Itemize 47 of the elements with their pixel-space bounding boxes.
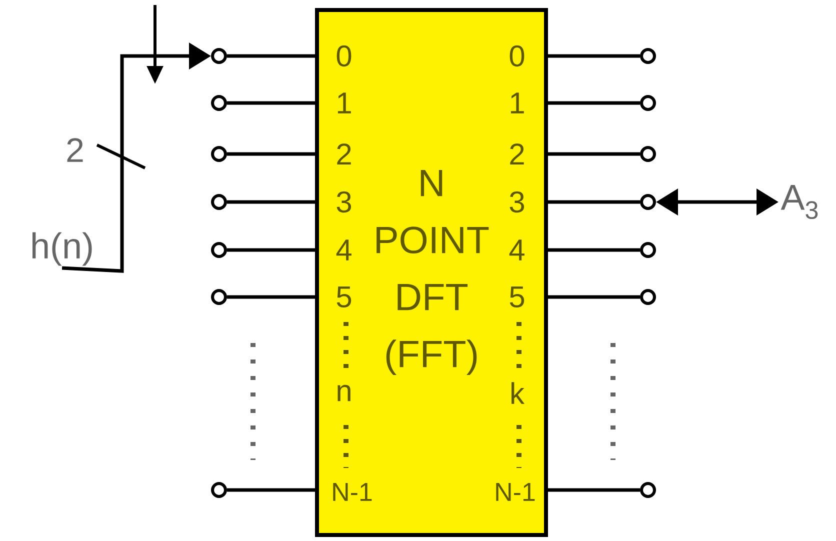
terminal-circle: [640, 482, 656, 498]
terminal-circle: [211, 482, 227, 498]
output-line: [548, 152, 640, 156]
pin-number: 3: [510, 191, 524, 213]
terminal-circle: [640, 194, 656, 210]
pin-number: N-1: [333, 483, 372, 501]
output-line: [548, 200, 640, 204]
terminal-circle: [211, 289, 227, 305]
output-line: [548, 101, 640, 105]
input-line: [227, 54, 315, 58]
terminal-circle: [640, 289, 656, 305]
terminal-circle: [640, 48, 656, 64]
pin-number: 5: [510, 286, 524, 308]
terminal-circle: [211, 242, 227, 258]
terminal-circle: [211, 194, 227, 210]
pin-number: k: [512, 382, 525, 404]
pin-number: 1: [338, 92, 351, 114]
output-label: A$_{3}$: [780, 184, 818, 220]
terminal-circle: [640, 146, 656, 162]
pin-number: 2: [510, 144, 524, 164]
output-line: [548, 54, 640, 58]
edge-label: 2: [64, 137, 86, 163]
input-line: [227, 248, 315, 252]
input-line: [227, 295, 315, 299]
pin-number: 0: [336, 45, 352, 67]
output-line: [548, 295, 640, 299]
terminal-circle: [211, 48, 227, 64]
output-line: [548, 248, 640, 252]
input-line: [227, 152, 315, 156]
terminal-circle: [211, 95, 227, 111]
signal-label: h(n): [32, 232, 92, 266]
terminal-circle: [211, 146, 227, 162]
pin-number: N-1: [496, 483, 535, 501]
input-line: [227, 200, 315, 204]
terminal-circle: [640, 242, 656, 258]
input-line: [227, 488, 315, 492]
terminal-circle: [640, 95, 656, 111]
pin-number: 3: [336, 191, 352, 213]
input-line: [227, 101, 315, 105]
pin-number: 1: [510, 92, 524, 114]
pin-number: 0: [510, 45, 524, 67]
pin-number: n: [338, 384, 350, 402]
output-line: [548, 488, 640, 492]
pin-number: 2: [337, 144, 351, 164]
pin-number: 5: [336, 286, 352, 308]
pin-number: 4: [509, 240, 524, 260]
pin-number: 4: [336, 240, 352, 260]
